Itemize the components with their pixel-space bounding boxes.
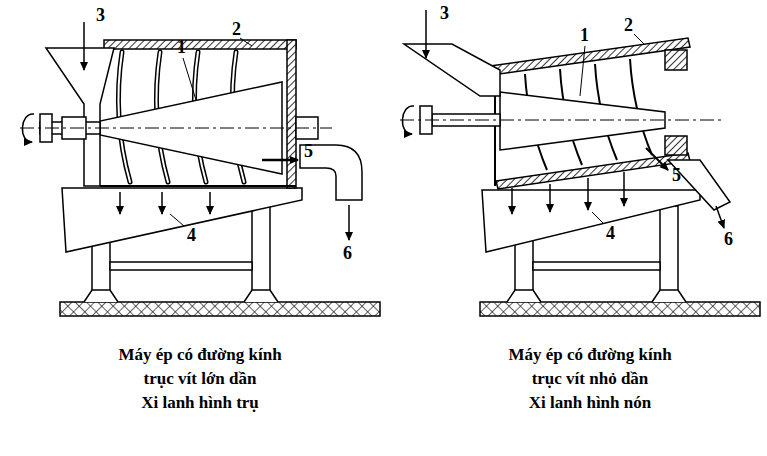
callout-number: 5	[304, 142, 313, 162]
callout-number: 2	[624, 16, 633, 36]
caption-line: trục vít lớn dần	[144, 370, 257, 389]
caption-line: Máy ép có đường kính	[508, 346, 671, 365]
callout-number: 2	[232, 20, 241, 40]
callout-number: 3	[440, 4, 449, 24]
caption-line: trục vít nhỏ dần	[532, 370, 649, 389]
callout-number: 1	[580, 26, 589, 46]
caption-line: Xi lanh hình trụ	[141, 394, 259, 413]
callout-number: 4	[187, 226, 196, 246]
caption-line: Máy ép có đường kính	[118, 346, 281, 365]
callout-number: 3	[96, 6, 105, 26]
callout-number: 4	[606, 224, 615, 244]
callout-number: 6	[343, 244, 352, 264]
callout-number: 6	[724, 230, 733, 250]
callout-number: 1	[177, 38, 186, 58]
callout-number: 5	[672, 166, 681, 186]
caption-line: Xi lanh hình nón	[529, 394, 651, 413]
